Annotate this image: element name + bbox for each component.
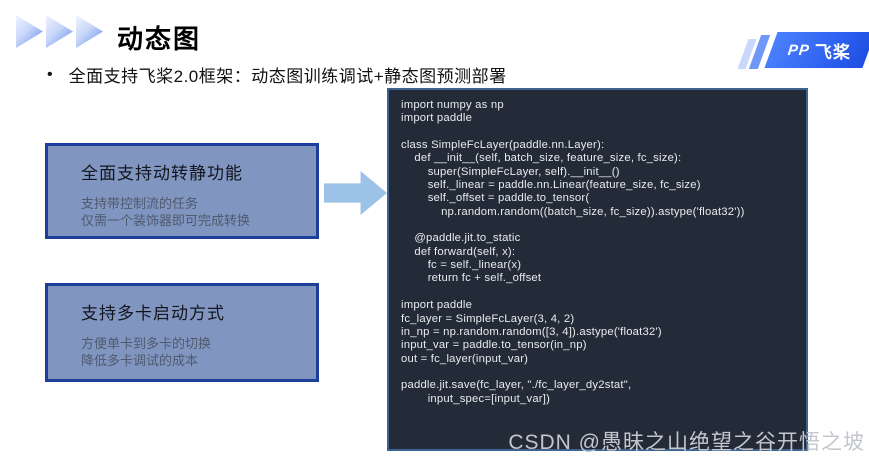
feature-box-subtext: 支持带控制流的任务 仅需一个装饰器即可完成转换 <box>81 195 306 229</box>
feature-box-subtext: 方便单卡到多卡的切换 降低多卡调试的成本 <box>81 335 306 369</box>
header-chevrons <box>16 15 103 48</box>
feature-box-subline: 支持带控制流的任务 <box>81 196 199 211</box>
feature-box-title: 支持多卡启动方式 <box>81 304 225 323</box>
bullet-marker: • <box>47 65 53 83</box>
code-block: import numpy as np import paddle class S… <box>401 99 745 405</box>
feature-box-subline: 降低多卡调试的成本 <box>81 353 199 368</box>
chevron-right-icon <box>46 15 73 48</box>
bullet-text: 全面支持飞桨2.0框架：动态图训练调试+静态图预测部署 <box>68 67 507 86</box>
logo-content: PP 飞桨 <box>787 38 852 63</box>
chevron-right-icon <box>16 15 43 48</box>
logo-name: 飞桨 <box>815 42 852 62</box>
code-panel: import numpy as np import paddle class S… <box>387 88 808 451</box>
chevron-right-icon <box>76 15 103 48</box>
bullet-line: • 全面支持飞桨2.0框架：动态图训练调试+静态图预测部署 <box>47 62 507 87</box>
csdn-watermark: CSDN @愚昧之山绝望之谷开悟之坡 <box>508 431 865 454</box>
page-title: 动态图 <box>117 24 202 54</box>
paddle-monogram-icon: PP <box>787 41 812 59</box>
feature-box-subline: 方便单卡到多卡的切换 <box>81 336 212 351</box>
feature-box-dy2stat: 全面支持动转静功能 支持带控制流的任务 仅需一个装饰器即可完成转换 <box>45 143 319 239</box>
feature-box-multicard: 支持多卡启动方式 方便单卡到多卡的切换 降低多卡调试的成本 <box>45 283 319 382</box>
feature-box-subline: 仅需一个装饰器即可完成转换 <box>81 213 251 228</box>
right-arrow-icon <box>324 171 387 215</box>
logo-banner: PP 飞桨 <box>764 32 869 68</box>
paddlepaddle-logo: PP 飞桨 <box>737 30 869 70</box>
feature-box-title: 全面支持动转静功能 <box>81 164 243 183</box>
